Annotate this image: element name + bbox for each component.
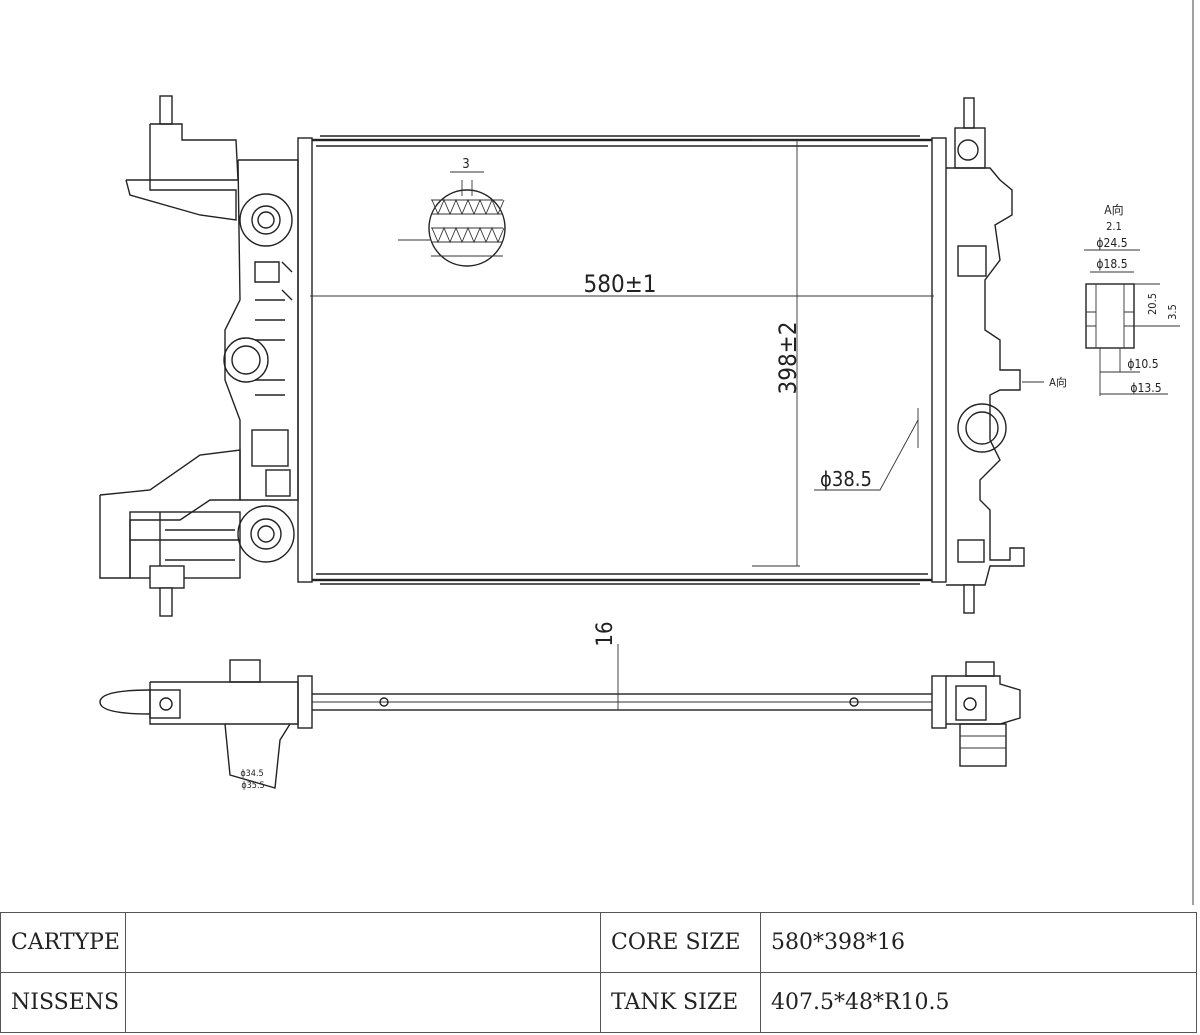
cartype-value	[125, 912, 601, 973]
left-bracket	[99, 95, 299, 617]
detail-dim-5: 3.5	[1166, 304, 1179, 320]
detail-title: A向	[1104, 202, 1123, 217]
brand-value	[125, 972, 601, 1033]
drain-plug	[957, 139, 979, 161]
spec-table: CARTYPE CORE SIZE 580*398*16 NISSENS TAN…	[0, 912, 1197, 1033]
a-view-detail: A向 2.1 ϕ24.5 ϕ18.5 20.5 3.5 ϕ10.5 ϕ13.5	[1084, 202, 1180, 396]
brand-label: NISSENS	[0, 972, 126, 1033]
radiator-technical-drawing: 3 580±1 398±2 ϕ38.5 A向 A向 2.1 ϕ24.5 ϕ18.…	[99, 0, 1194, 905]
tank-size-label: TANK SIZE	[600, 972, 761, 1033]
fin-detail: 3	[398, 157, 506, 267]
core-size-value: 580*398*16	[760, 912, 1197, 973]
detail-dim-6: ϕ10.5	[1127, 357, 1158, 371]
bottom-small-2: ϕ35.5	[241, 781, 264, 791]
width-dimension: 580±1	[583, 270, 656, 298]
view-arrow-label: A向	[1049, 375, 1067, 389]
top-view: 16 ϕ34.5 ϕ35.5	[99, 621, 1021, 791]
spec-row-1: CARTYPE CORE SIZE 580*398*16	[0, 912, 1197, 973]
detail-dim-3: ϕ18.5	[1096, 257, 1127, 271]
left-tank	[297, 137, 313, 583]
detail-dim-7: ϕ13.5	[1130, 381, 1161, 395]
pipe-dia-leader	[814, 419, 919, 491]
spec-row-2: NISSENS TANK SIZE 407.5*48*R10.5	[0, 972, 1197, 1033]
right-tank	[931, 137, 947, 583]
inlet-pipe	[223, 337, 269, 383]
right-bracket	[946, 97, 1025, 614]
bottom-small-1: ϕ34.5	[240, 769, 263, 779]
detail-dim-2: ϕ24.5	[1096, 236, 1127, 250]
cartype-label: CARTYPE	[0, 912, 126, 973]
front-view: 3 580±1 398±2 ϕ38.5 A向	[99, 95, 1067, 617]
mount-bushing-lower	[237, 505, 295, 563]
detail-dim-1: 2.1	[1106, 220, 1122, 233]
thickness-dimension: 16	[593, 621, 618, 646]
mount-bushing-upper	[239, 193, 293, 247]
tank-size-value: 407.5*48*R10.5	[760, 972, 1197, 1033]
pipe-diameter: ϕ38.5	[820, 467, 872, 491]
fin-pitch-label: 3	[462, 157, 469, 172]
detail-dim-4: 20.5	[1146, 293, 1159, 315]
height-dimension: 398±2	[774, 321, 802, 394]
core-size-label: CORE SIZE	[600, 912, 761, 973]
outlet-pipe	[957, 403, 1007, 453]
radiator-core	[304, 138, 940, 582]
